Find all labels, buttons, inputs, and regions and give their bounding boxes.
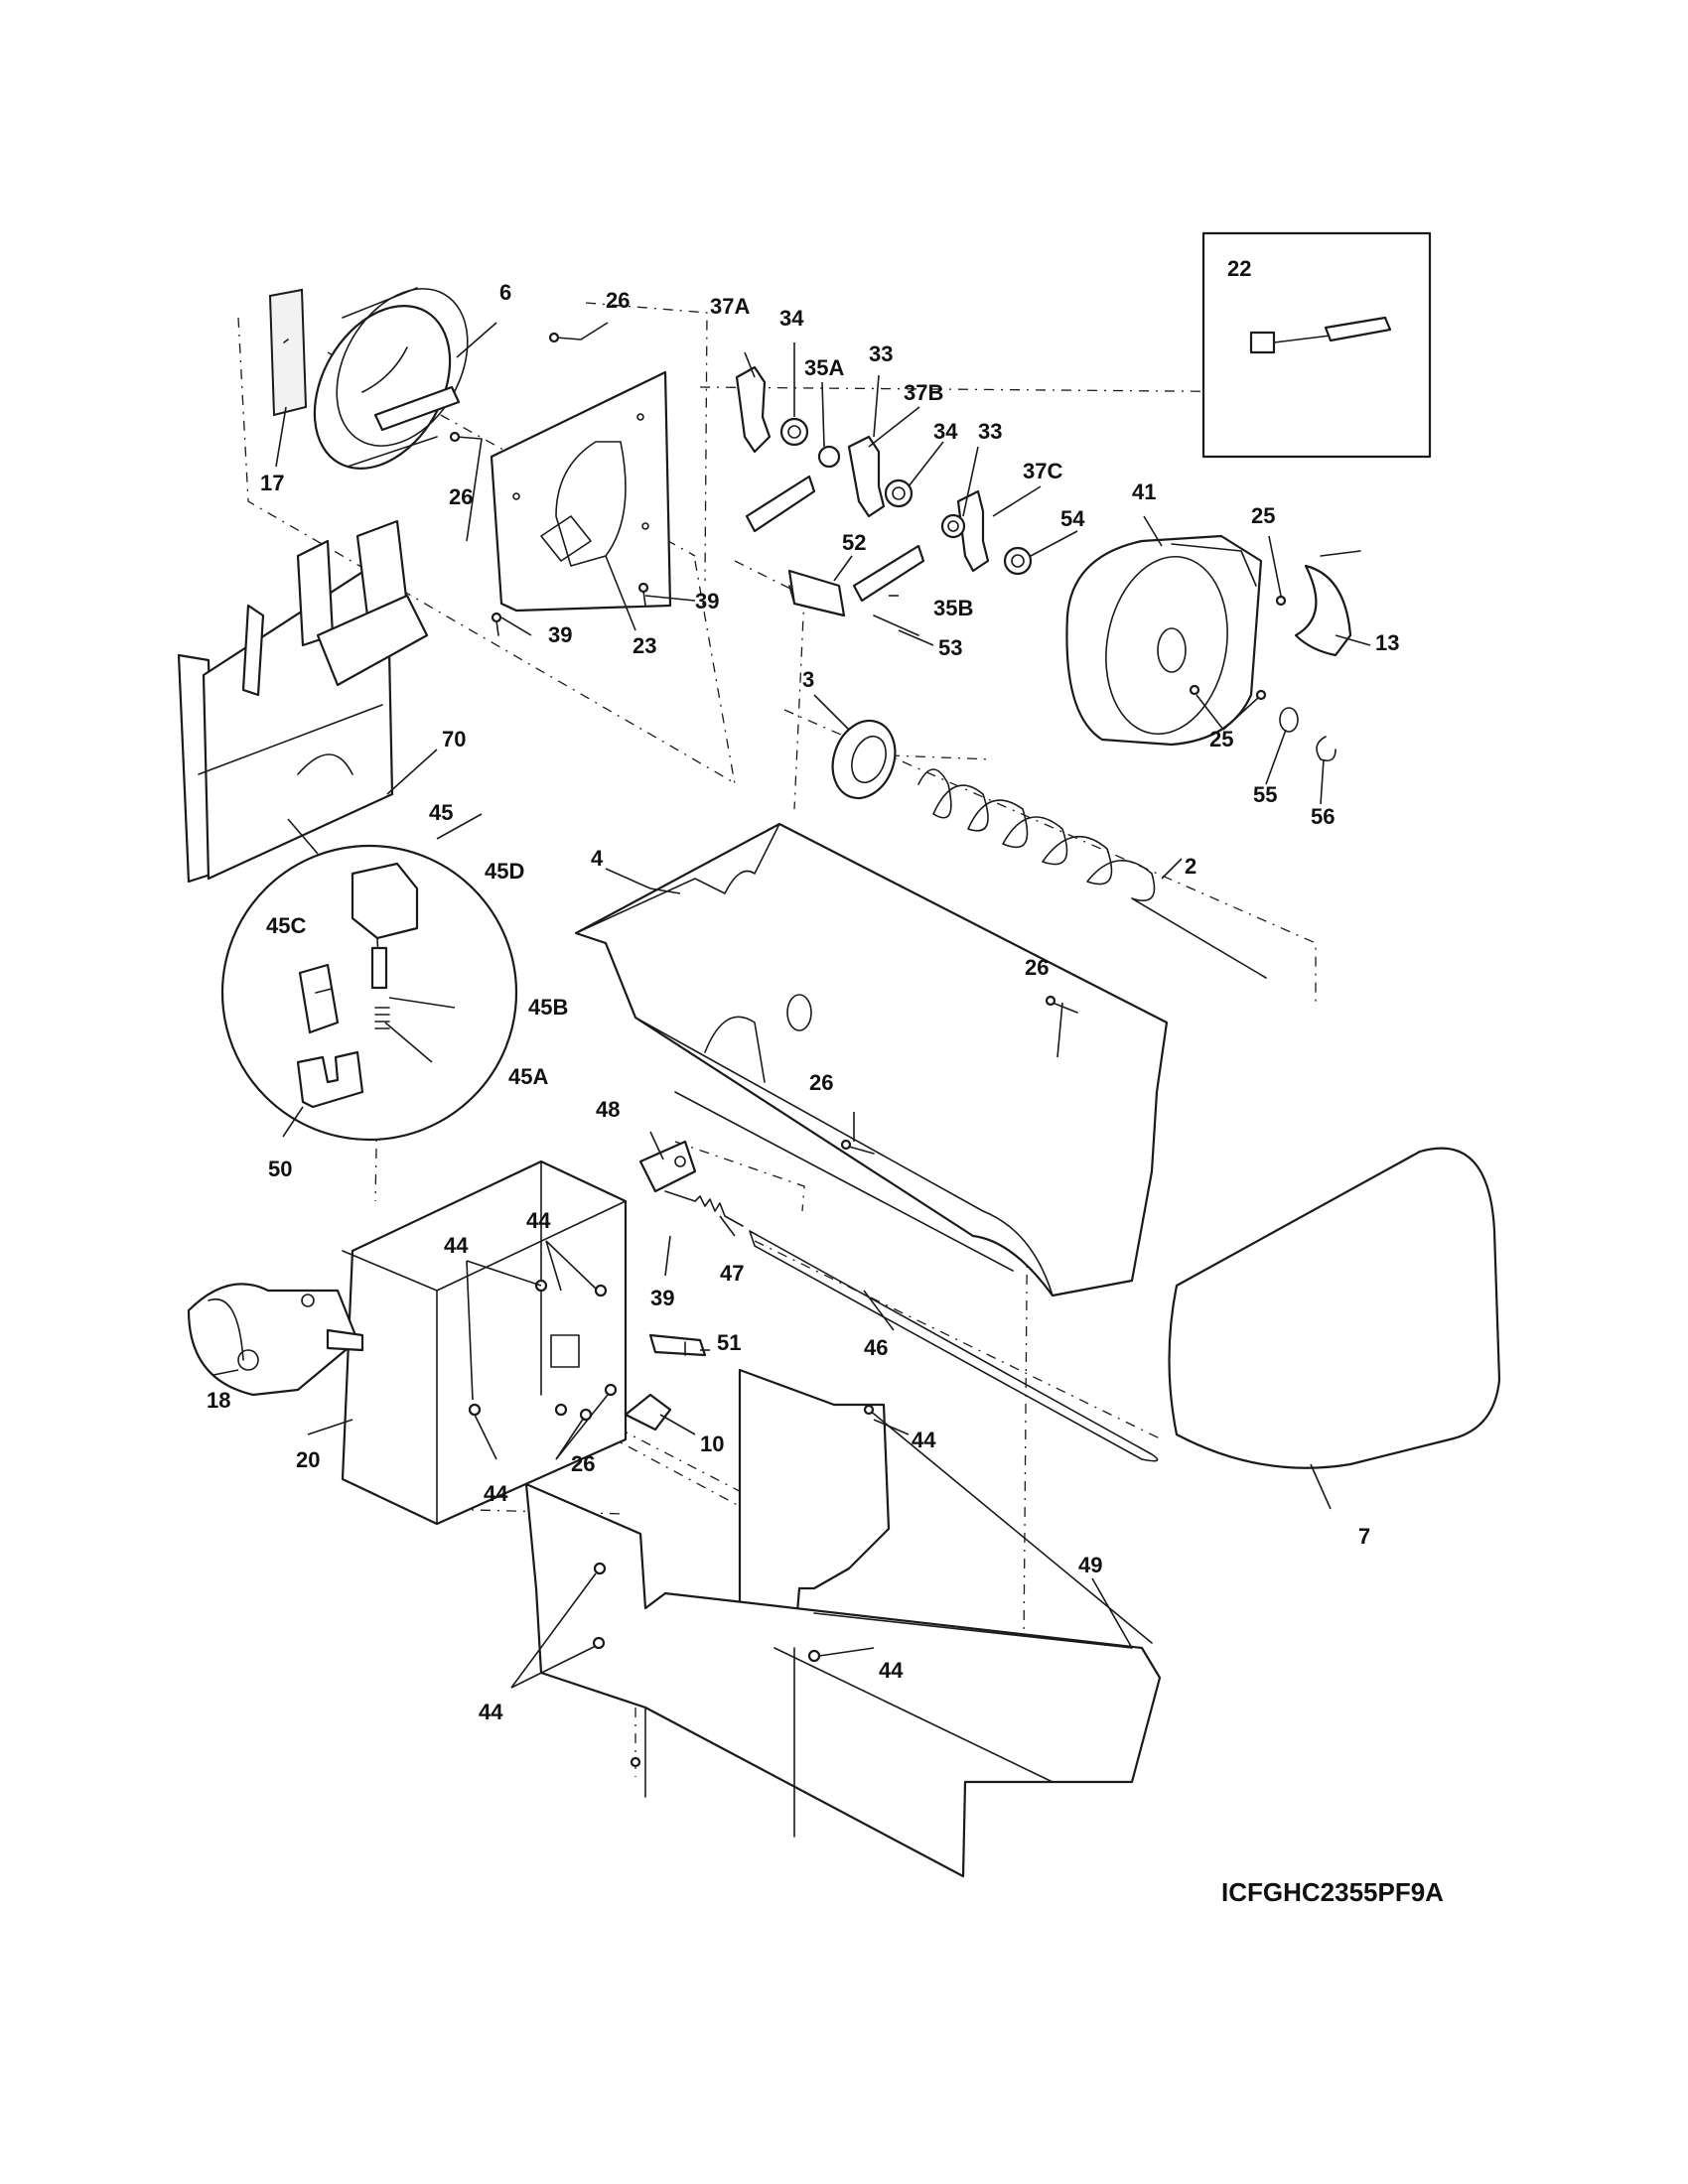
label-52: 52 xyxy=(842,530,866,555)
part-51-actuator xyxy=(648,1333,707,1357)
screws-bin xyxy=(840,995,1078,1155)
label-37A: 37A xyxy=(710,294,750,319)
label-33: 33 xyxy=(869,341,893,366)
leader-lines xyxy=(212,322,1371,1689)
label-35A: 35A xyxy=(804,355,844,380)
part-7-front-cover xyxy=(1168,1147,1501,1469)
label-48: 48 xyxy=(596,1097,620,1122)
label-53: 53 xyxy=(938,635,962,660)
label-4: 4 xyxy=(591,846,604,871)
bushings xyxy=(779,417,1033,576)
part-47-spring xyxy=(664,1190,744,1227)
label-39: 39 xyxy=(548,622,572,647)
part-6-auger-cup xyxy=(313,287,469,471)
label-34: 34 xyxy=(779,306,804,331)
label-25: 25 xyxy=(1209,727,1233,751)
inset-box-part-22 xyxy=(1201,231,1432,459)
label-49: 49 xyxy=(1078,1553,1102,1577)
label-55: 55 xyxy=(1253,782,1277,807)
part-13-shutter xyxy=(1294,550,1361,657)
label-56: 56 xyxy=(1311,804,1335,829)
part-49-tray xyxy=(524,1368,1162,1878)
label-13: 13 xyxy=(1375,630,1399,655)
label-34: 34 xyxy=(933,419,958,444)
label-51: 51 xyxy=(717,1330,741,1355)
screws-upper-left xyxy=(449,332,649,636)
part-23-mounting-plate xyxy=(490,370,672,613)
inset-label-22: 22 xyxy=(1227,256,1251,281)
label-35B: 35B xyxy=(933,596,973,620)
label-45C: 45C xyxy=(266,913,306,938)
label-44: 44 xyxy=(912,1428,936,1452)
label-39: 39 xyxy=(650,1286,674,1310)
part-70-housing-bracket xyxy=(177,519,429,884)
label-41: 41 xyxy=(1132,479,1156,504)
label-3: 3 xyxy=(802,667,814,692)
label-54: 54 xyxy=(1060,506,1085,531)
label-7: 7 xyxy=(1358,1524,1370,1549)
label-10: 10 xyxy=(700,1432,724,1456)
small-fasteners-right xyxy=(1189,595,1336,762)
label-44: 44 xyxy=(479,1700,503,1724)
label-46: 46 xyxy=(864,1335,888,1360)
label-2: 2 xyxy=(1185,854,1196,879)
label-44: 44 xyxy=(444,1233,469,1258)
label-45B: 45B xyxy=(528,995,568,1020)
part-18-auger-motor xyxy=(187,1283,364,1397)
label-26: 26 xyxy=(606,288,630,313)
label-26: 26 xyxy=(809,1070,833,1095)
label-50: 50 xyxy=(268,1157,292,1181)
parts-37-gears xyxy=(735,365,990,603)
label-18: 18 xyxy=(207,1388,230,1413)
label-45D: 45D xyxy=(485,859,524,884)
part-10-cam xyxy=(624,1393,672,1432)
label-47: 47 xyxy=(720,1261,744,1286)
label-26: 26 xyxy=(1025,955,1049,980)
label-44: 44 xyxy=(526,1208,551,1233)
label-26: 26 xyxy=(571,1451,595,1476)
label-45: 45 xyxy=(429,800,453,825)
diagram-code: ICFGHC2355PF9A xyxy=(1221,1877,1444,1907)
label-25: 25 xyxy=(1251,503,1275,528)
label-17: 17 xyxy=(260,471,284,495)
label-37B: 37B xyxy=(904,380,943,405)
label-26: 26 xyxy=(449,484,473,509)
label-6: 6 xyxy=(499,280,511,305)
part-17-gasket xyxy=(268,288,308,417)
part-46-rod xyxy=(749,1230,1159,1462)
label-39: 39 xyxy=(695,589,719,614)
label-33: 33 xyxy=(978,419,1002,444)
part-labels: 17 6 26 26 39 39 23 37A 34 35A 33 37B 34… xyxy=(207,256,1444,1907)
part-2-auger-spring xyxy=(917,768,1267,979)
part-48-bracket xyxy=(638,1140,697,1193)
part-4-ice-bucket xyxy=(574,822,1169,1297)
detail-circle-45 xyxy=(220,844,518,1142)
label-20: 20 xyxy=(296,1447,320,1472)
label-45A: 45A xyxy=(508,1064,548,1089)
part-52-53 xyxy=(787,569,919,636)
label-70: 70 xyxy=(442,727,466,751)
part-20-motor-housing xyxy=(341,1160,628,1526)
label-44: 44 xyxy=(484,1481,508,1506)
label-44: 44 xyxy=(879,1658,904,1683)
label-23: 23 xyxy=(633,633,656,658)
label-37C: 37C xyxy=(1023,459,1062,483)
part-3-auger-ring xyxy=(831,719,897,800)
part-41-front-cover xyxy=(1065,534,1263,747)
